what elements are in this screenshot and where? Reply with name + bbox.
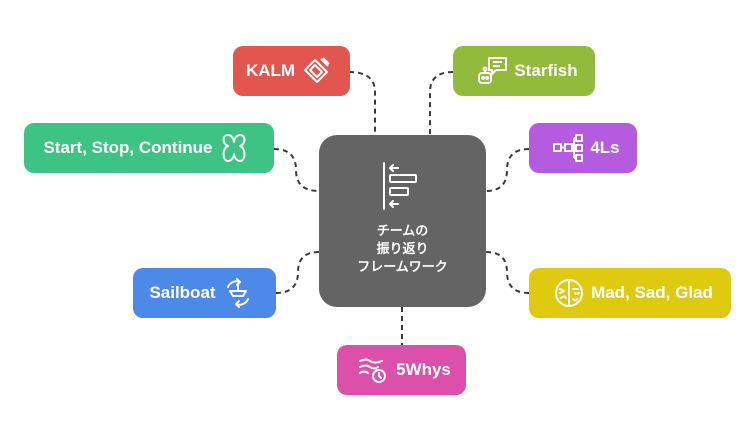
cross-loop-icon <box>219 132 249 164</box>
ticket-edit-icon <box>301 56 331 86</box>
connector-msg <box>485 251 530 294</box>
connector-sailboat <box>275 251 320 294</box>
connector-kalm <box>348 71 376 135</box>
center-hub-label: チームの 振り返り フレームワーク <box>357 224 448 275</box>
node-5whys-label: 5Whys <box>396 360 451 379</box>
node-sailboat-label: Sailboat <box>149 283 216 302</box>
network-nodes-icon <box>552 133 584 163</box>
wind-clock-icon <box>358 355 390 385</box>
align-left-bars-icon <box>382 161 424 216</box>
node-ssc-label: Start, Stop, Continue <box>43 138 213 157</box>
node-5whys[interactable]: 5Whys <box>337 345 466 395</box>
mood-face-icon <box>553 277 585 309</box>
connector-4ls <box>485 148 530 192</box>
node-4ls[interactable]: 4Ls <box>529 123 637 173</box>
node-starfish-label: Starfish <box>514 61 578 80</box>
robot-chat-icon <box>476 56 508 86</box>
node-starfish[interactable]: Starfish <box>453 46 595 96</box>
connector-starfish <box>429 71 454 135</box>
node-mad-sad-glad[interactable]: Mad, Sad, Glad <box>529 268 731 318</box>
anchor-cycle-icon <box>222 277 254 309</box>
node-start-stop-continue[interactable]: Start, Stop, Continue <box>24 123 274 173</box>
node-4ls-label: 4Ls <box>590 138 620 157</box>
center-hub: チームの 振り返り フレームワーク <box>319 135 486 307</box>
node-sailboat[interactable]: Sailboat <box>133 268 276 318</box>
node-kalm[interactable]: KALM <box>233 46 350 96</box>
connector-ssc <box>273 148 320 192</box>
node-kalm-label: KALM <box>245 61 296 80</box>
node-msg-label: Mad, Sad, Glad <box>591 283 713 302</box>
